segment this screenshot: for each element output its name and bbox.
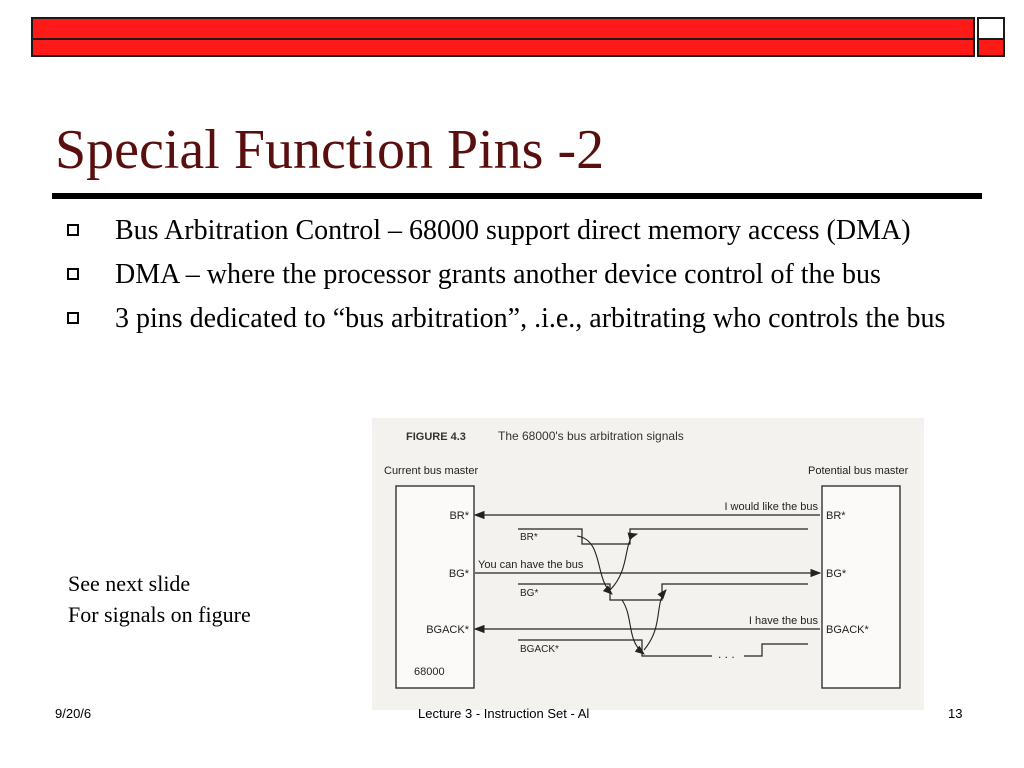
bg-wave-label: BG* [520, 588, 538, 599]
hollow-square-bullet-icon [67, 312, 79, 324]
bullet-item: Bus Arbitration Control – 68000 support … [67, 212, 957, 250]
side-note: See next slide For signals on figure [68, 568, 251, 630]
bus-arbitration-diagram: FIGURE 4.3 The 68000's bus arbitration s… [384, 429, 909, 689]
bg-waveform [518, 583, 808, 601]
potential-master-box [821, 485, 901, 689]
figure-caption-label: FIGURE 4.3 [406, 431, 466, 443]
causal-arrow-bg-to-bgack [621, 599, 645, 655]
note-line: See next slide [68, 571, 191, 596]
chip-label: 68000 [414, 666, 445, 678]
br-waveform [518, 528, 808, 545]
bus-arbitration-figure: FIGURE 4.3 The 68000's bus arbitration s… [372, 418, 924, 710]
bg-message: You can have the bus [478, 559, 584, 571]
causal-arrow-bgack-to-bg [643, 589, 667, 651]
bullet-text: DMA – where the processor grants another… [115, 259, 881, 290]
right-pin-bgack: BGACK* [826, 624, 870, 636]
footer-center: Lecture 3 - Instruction Set - Al [418, 706, 590, 721]
header-decoration [31, 17, 1005, 57]
current-master-label: Current bus master [384, 465, 478, 477]
bullet-text: 3 pins dedicated to “bus arbitration”, .… [115, 303, 946, 334]
bullet-text: Bus Arbitration Control – 68000 support … [115, 215, 911, 246]
note-line: For signals on figure [68, 602, 251, 627]
hollow-square-bullet-icon [67, 268, 79, 280]
right-pin-br: BR* [826, 510, 846, 522]
figure-caption-text: The 68000's bus arbitration signals [498, 429, 684, 443]
bgack-wave-label: BGACK* [520, 644, 559, 655]
bgack-waveform-tail [744, 643, 808, 657]
bullet-item: DMA – where the processor grants another… [67, 256, 957, 294]
left-pin-bg: BG* [449, 568, 470, 580]
header-corner-square-lower [977, 40, 1005, 57]
header-corner-square [977, 17, 1005, 40]
slide-title: Special Function Pins -2 [55, 119, 605, 181]
potential-master-label: Potential bus master [808, 465, 909, 477]
current-master-box [395, 485, 475, 689]
causal-arrow-br-to-bg [576, 535, 613, 595]
left-pin-bgack: BGACK* [426, 624, 470, 636]
title-underline [52, 193, 982, 199]
bullet-list: Bus Arbitration Control – 68000 support … [67, 212, 957, 344]
br-message: I would like the bus [724, 501, 818, 513]
header-bar-top [31, 17, 975, 40]
causal-arrow-bg-to-br [609, 532, 639, 591]
left-pin-br: BR* [449, 510, 469, 522]
bullet-item: 3 pins dedicated to “bus arbitration”, .… [67, 300, 957, 338]
header-bar-bottom [31, 40, 975, 57]
ellipsis: . . . [718, 647, 735, 661]
right-pin-bg: BG* [826, 568, 847, 580]
bgack-message: I have the bus [749, 615, 819, 627]
footer-date: 9/20/6 [55, 706, 92, 721]
hollow-square-bullet-icon [67, 224, 79, 236]
footer-page-number: 13 [948, 706, 963, 721]
br-wave-label: BR* [520, 532, 538, 543]
